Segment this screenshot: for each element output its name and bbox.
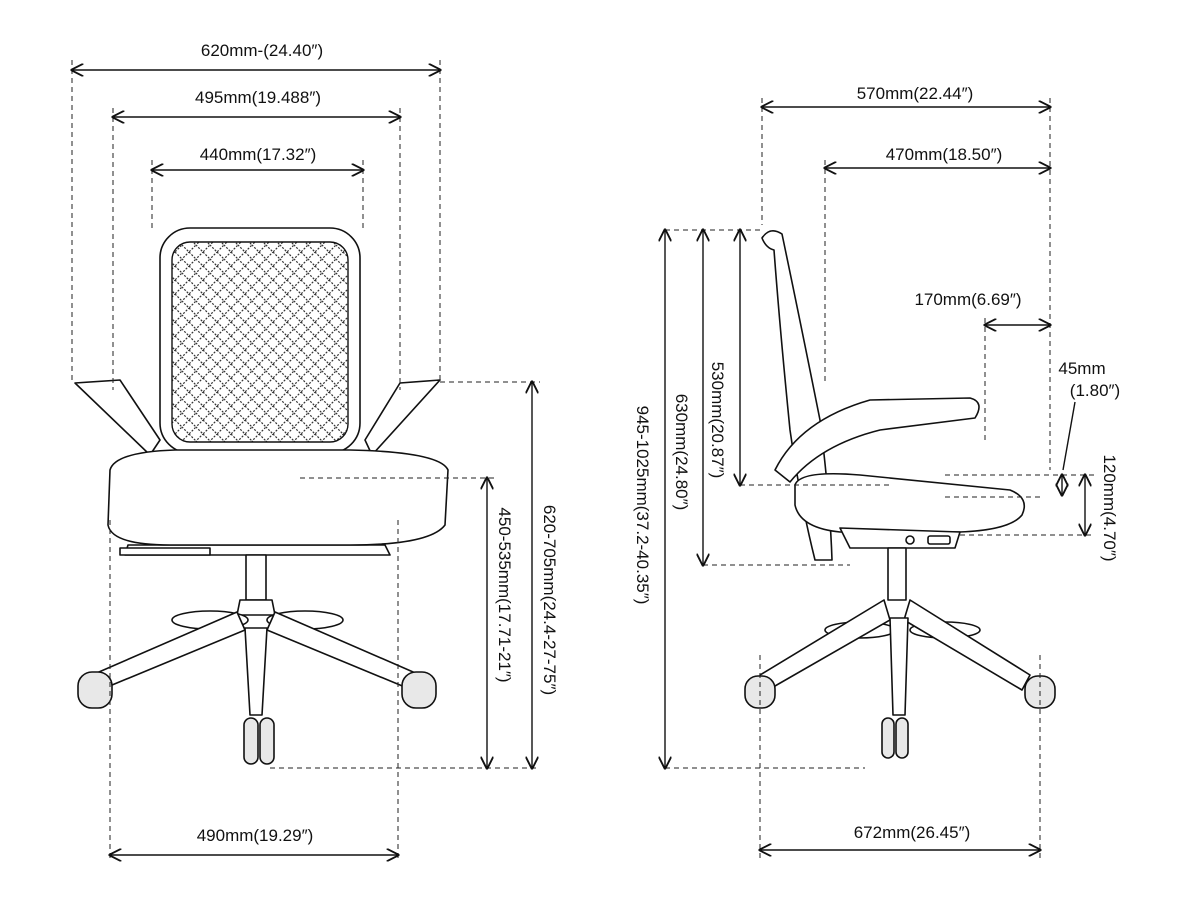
overall-width-label: 620mm-(24.40″)	[201, 41, 323, 60]
arm-above-seat-label: 120mm(4.70″)	[1100, 454, 1119, 561]
side-view-chair	[744, 230, 1056, 759]
front-view-chair	[74, 227, 449, 765]
back-height-label: 530mm(20.87″)	[708, 362, 727, 479]
seat-thickness-in-label: (1.80″)	[1070, 381, 1120, 400]
seat-thickness-mm-label: 45mm	[1058, 359, 1105, 378]
seat-depth-label: 470mm(18.50″)	[886, 145, 1003, 164]
arm-offset-label: 170mm(6.69″)	[914, 290, 1021, 309]
arm-width-label: 495mm(19.488″)	[195, 88, 321, 107]
base-width-label: 490mm(19.29″)	[197, 826, 314, 845]
side-dimensions: 570mm(22.44″) 470mm(18.50″) 170mm(6.69″)…	[633, 84, 1120, 858]
front-dimensions: 620mm-(24.40″) 495mm(19.488″) 440mm(17.3…	[72, 41, 559, 862]
back-width-label: 440mm(17.32″)	[200, 145, 317, 164]
overall-depth-label: 570mm(22.44″)	[857, 84, 974, 103]
back-total-label: 630mm(24.80″)	[672, 394, 691, 511]
base-depth-label: 672mm(26.45″)	[854, 823, 971, 842]
seat-height-label: 450-535mm(17.71-21″)	[495, 507, 514, 682]
arm-height-label: 620-705mm(24.4-27-75″)	[540, 505, 559, 695]
overall-height-label: 945-1025mm(37.2-40.35″)	[633, 406, 652, 605]
